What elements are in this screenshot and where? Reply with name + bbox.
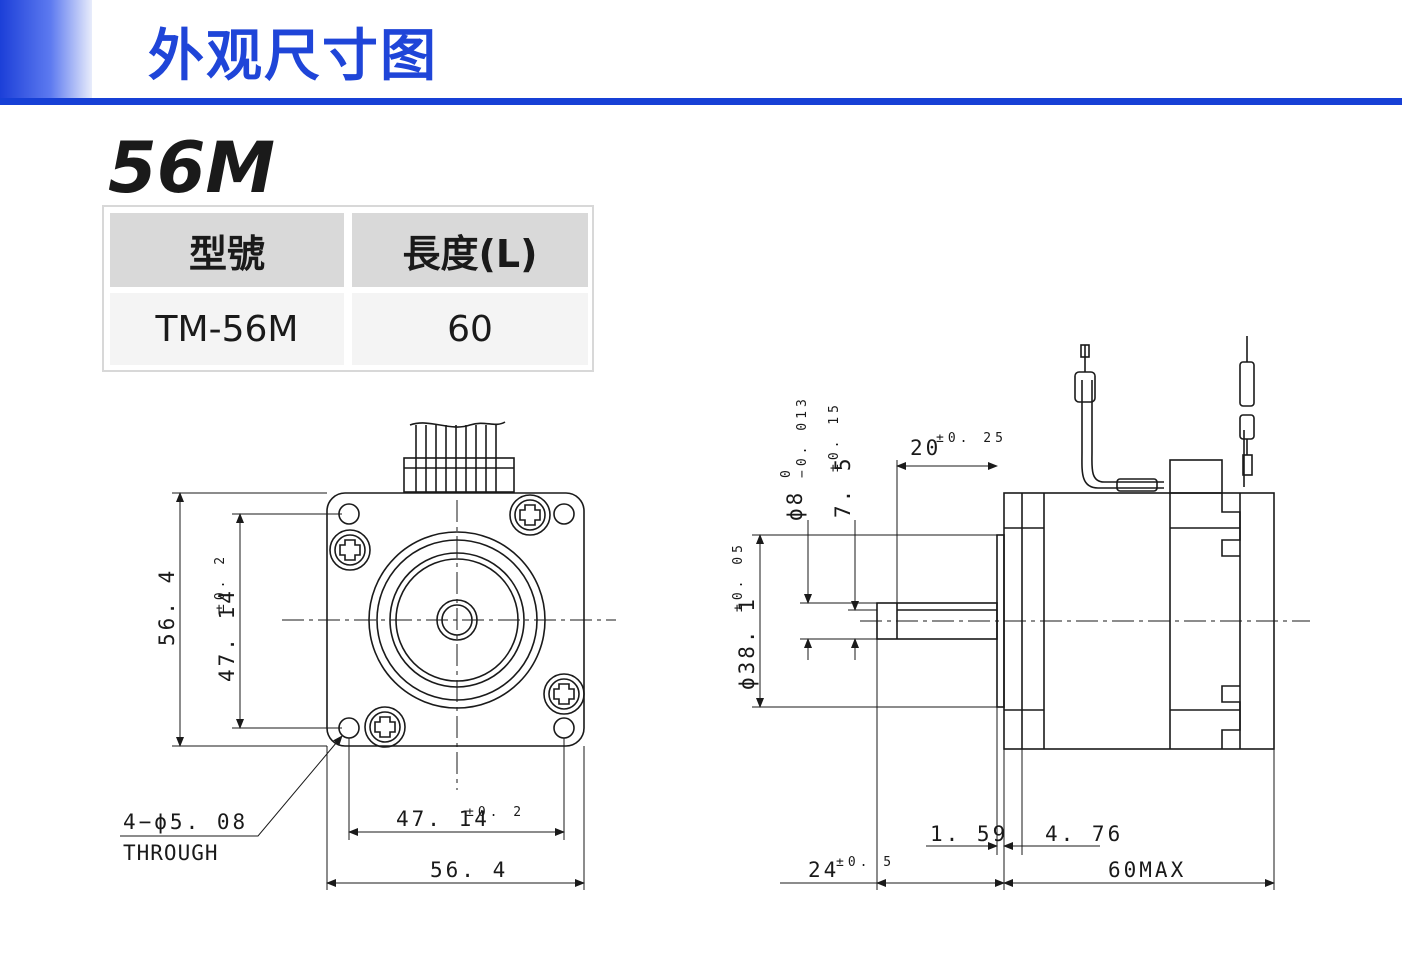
dim-boss-dia: ϕ38. 1 [735, 596, 759, 690]
dim-flange: 4. 76 [1045, 822, 1123, 846]
mount-hole-br [553, 717, 575, 739]
dim-shaft-len: 24 [808, 858, 839, 882]
dim-boss-dia-tol: ±0. 05 [731, 541, 746, 612]
dim-flat-len: 20 [910, 436, 941, 460]
dim-shaft-dia: ϕ8 [783, 490, 807, 521]
dim-shaft-len-tol: ±0. 5 [836, 855, 895, 870]
dim-holes-note: THROUGH [123, 841, 219, 865]
dim-shaft-dia-tol-lower: −0. 013 [795, 395, 810, 478]
screw-3 [543, 673, 585, 715]
model-title: 56M [108, 127, 276, 209]
screw-2 [509, 494, 551, 536]
dim-hole-pitch-h: 47. 14 [396, 807, 490, 831]
dim-holes: 4−ϕ5. 08 [123, 810, 248, 834]
spec-table: 型號 長度(L) TM-56M 60 [102, 205, 594, 372]
connector [403, 421, 515, 493]
mount-hole-tr [553, 503, 575, 525]
front-view [120, 421, 616, 890]
dim-hole-pitch-h-tol: ±0. 2 [466, 805, 525, 820]
dim-height: 56. 4 [155, 568, 179, 646]
page-title: 外观尺寸图 [148, 24, 438, 89]
table-cell-length: 60 [352, 293, 588, 365]
dim-shaft-dia-tol-upper: 0 [779, 466, 794, 478]
table-header-length: 長度(L) [352, 213, 588, 287]
dim-hole-pitch-v-tol: ±0. 2 [213, 553, 228, 612]
table-cell-model: TM-56M [110, 293, 344, 365]
header-underline [0, 98, 1402, 105]
dim-flat-len-tol: ±0. 25 [936, 431, 1007, 446]
dim-width: 56. 4 [430, 858, 508, 882]
header-accent [0, 0, 92, 98]
dim-flat: 7. 5 [831, 455, 855, 518]
dim-flat-tol: ±0. 15 [827, 401, 842, 472]
dim-boss-h: 1. 59 [930, 822, 1008, 846]
table-header-model: 型號 [110, 213, 344, 287]
dim-hole-pitch-v: 47. 14 [215, 588, 239, 682]
screw-4 [364, 706, 406, 748]
dim-body-len: 60MAX [1108, 858, 1186, 882]
header-bar: 外观尺寸图 [0, 0, 1402, 105]
screw-1 [329, 529, 371, 571]
side-view [752, 336, 1310, 890]
